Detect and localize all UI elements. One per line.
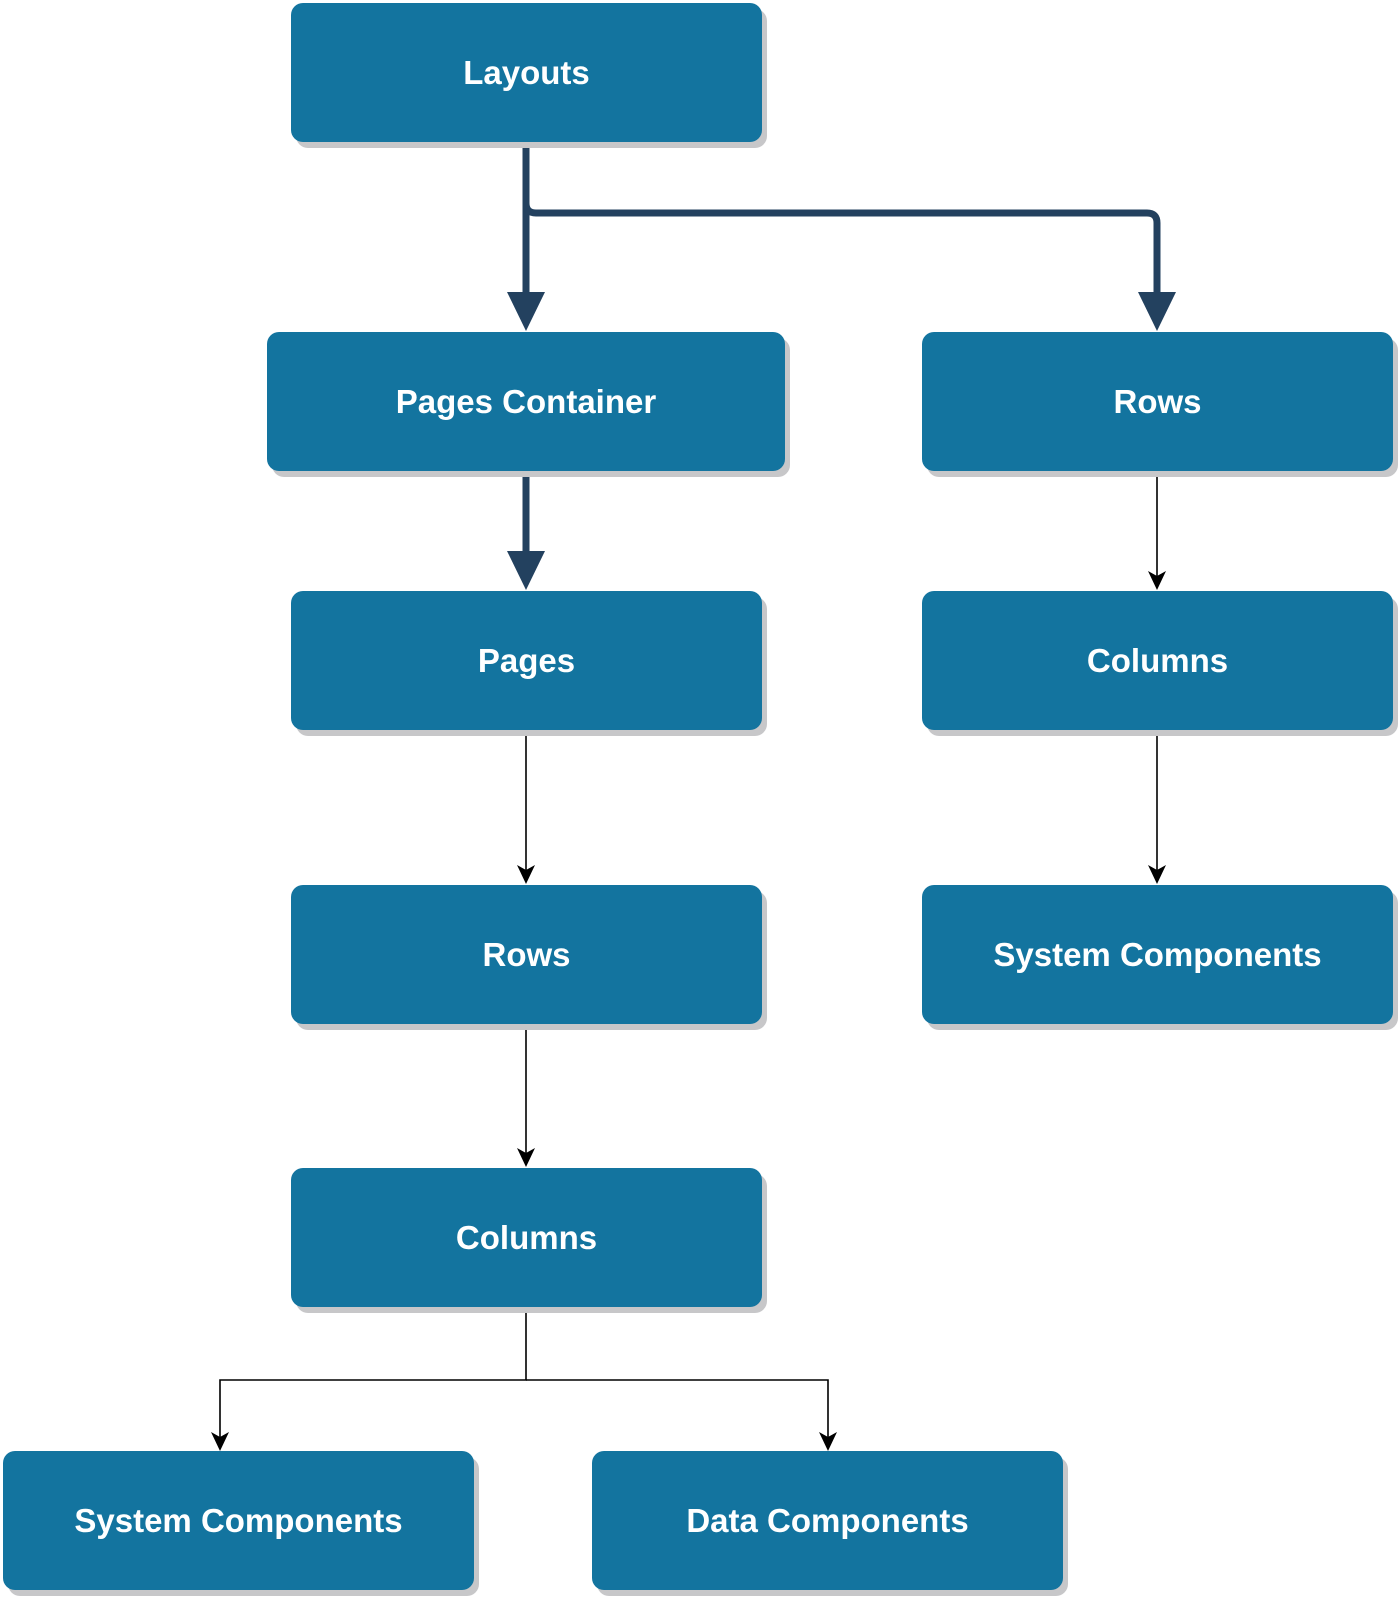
arrowhead-columns-to-data-components xyxy=(819,1432,837,1451)
edge-columns-to-data-components xyxy=(526,1379,829,1442)
node-label: Pages Container xyxy=(395,382,657,420)
arrowhead-columns-right-to-system-components-right xyxy=(1148,865,1166,884)
node-rows-right[interactable]: Rows xyxy=(922,332,1393,471)
arrowhead-pages-container-to-pages xyxy=(507,551,545,590)
node-pages-container[interactable]: Pages Container xyxy=(267,332,785,471)
node-label: Rows xyxy=(1113,382,1202,420)
edge-columns-to-system-components xyxy=(219,1307,527,1442)
node-label: Rows xyxy=(482,935,571,973)
edge-layouts-to-rows-right xyxy=(522,142,1161,300)
arrowhead-layouts-to-pages-container xyxy=(507,292,545,331)
node-rows-left[interactable]: Rows xyxy=(291,885,762,1024)
node-label: System Components xyxy=(993,935,1322,973)
node-columns-left[interactable]: Columns xyxy=(291,1168,762,1307)
node-data-components[interactable]: Data Components xyxy=(592,1451,1063,1590)
node-system-components-right[interactable]: System Components xyxy=(922,885,1393,1024)
node-label: Data Components xyxy=(686,1501,969,1539)
arrowhead-rows-to-columns xyxy=(517,1148,535,1167)
node-pages[interactable]: Pages xyxy=(291,591,762,730)
node-label: Columns xyxy=(1086,641,1229,679)
node-layouts[interactable]: Layouts xyxy=(291,3,762,142)
node-label: Columns xyxy=(455,1218,598,1256)
arrowhead-layouts-to-rows-right xyxy=(1138,292,1176,331)
node-label: Pages xyxy=(477,641,576,679)
arrowhead-pages-to-rows xyxy=(517,865,535,884)
node-label: Layouts xyxy=(463,53,590,91)
node-label: System Components xyxy=(74,1501,403,1539)
arrowhead-columns-to-system-components xyxy=(211,1432,229,1451)
arrowhead-rows-right-to-columns-right xyxy=(1148,571,1166,590)
node-system-components-left[interactable]: System Components xyxy=(3,1451,474,1590)
node-columns-right[interactable]: Columns xyxy=(922,591,1393,730)
